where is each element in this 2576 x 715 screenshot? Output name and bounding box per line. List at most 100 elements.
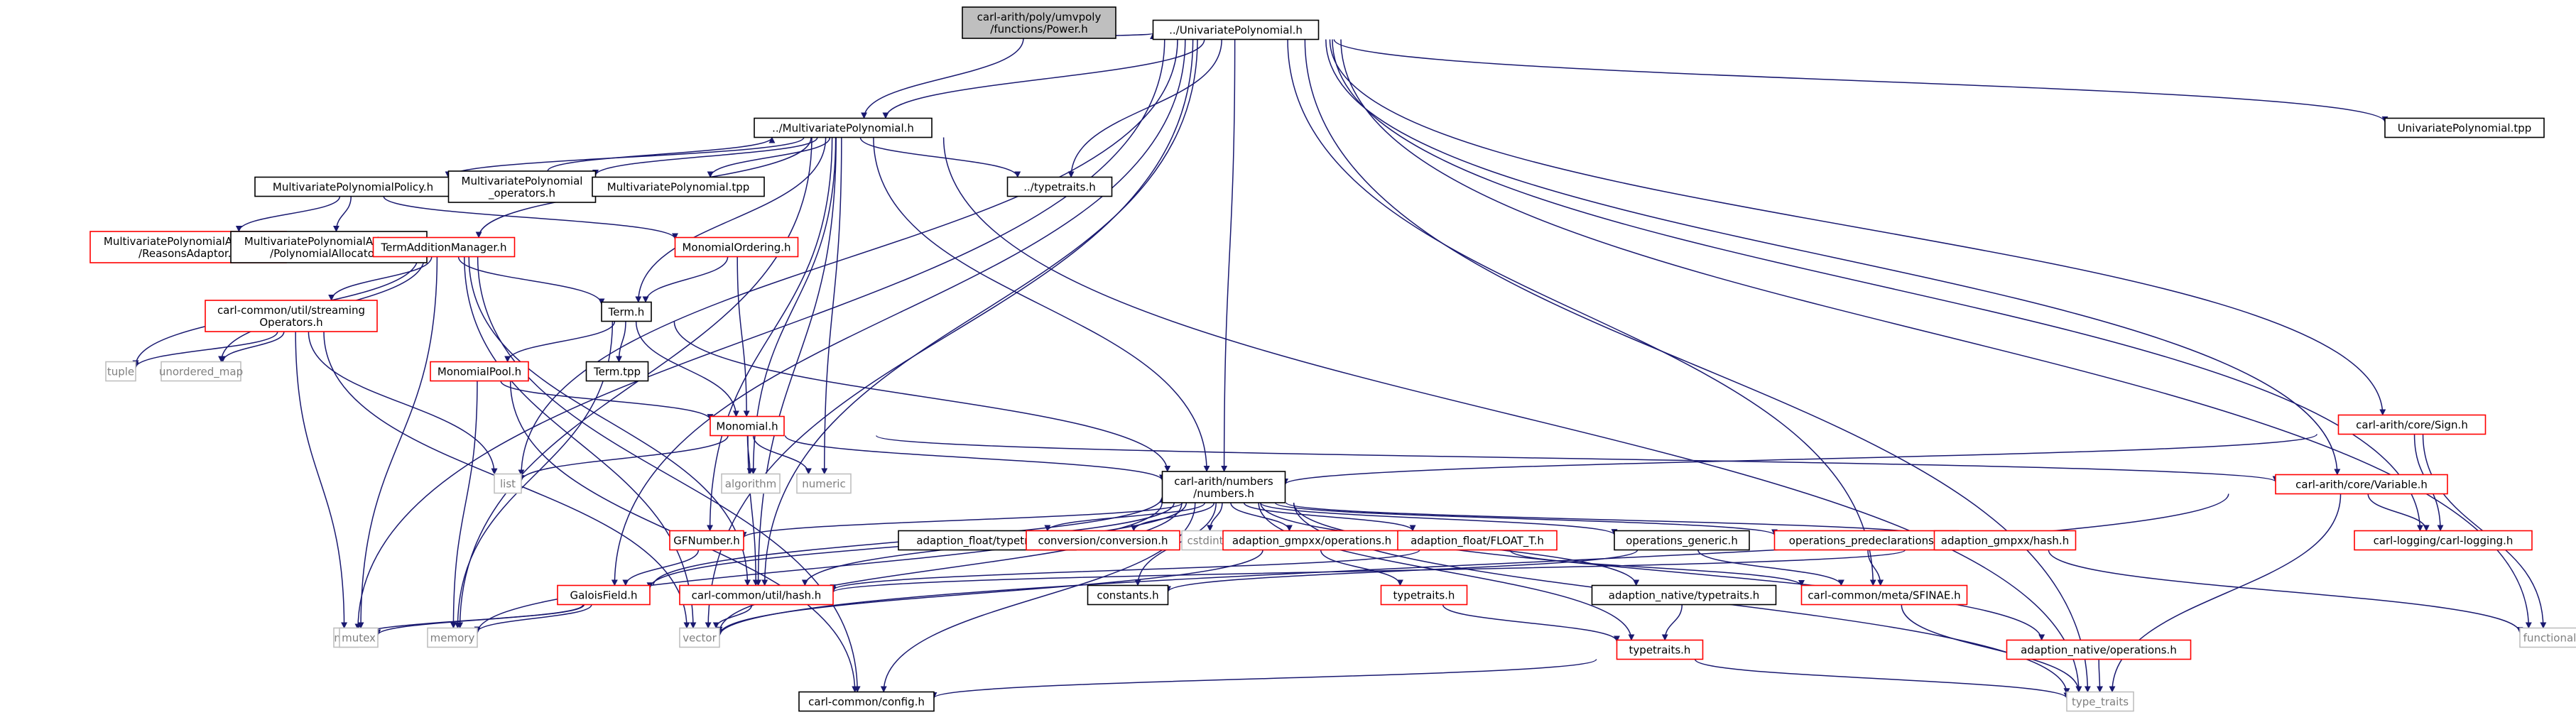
node-univ[interactable]: ../UnivariatePolynomial.h	[1152, 19, 1320, 40]
edge-term-to-numbers	[673, 321, 1171, 472]
node-umap[interactable]: unordered_map	[159, 361, 243, 382]
node-monomial[interactable]: Monomial.h	[710, 415, 785, 437]
node-box	[1222, 530, 1401, 551]
node-mvops[interactable]: MultivariatePolynomial_operators.h	[447, 170, 597, 203]
edge-multi-to-gfnumber	[707, 137, 833, 532]
node-variable[interactable]: carl-arith/core/Variable.h	[2275, 474, 2448, 495]
node-mvpolicy[interactable]: MultivariatePolynomialPolicy.h	[254, 176, 452, 197]
node-box	[1397, 530, 1558, 551]
edge-monomial-to-list	[518, 435, 729, 482]
edge-monomial-to-variable	[876, 435, 2279, 483]
node-box	[205, 300, 378, 332]
node-label: carl-common/meta/SFINAE.h	[1808, 589, 1960, 602]
node-native_tt[interactable]: adaption_native/typetraits.h	[1591, 584, 1777, 606]
node-constants[interactable]: constants.h	[1087, 584, 1169, 606]
edge-termadd-to-hash	[468, 256, 751, 586]
node-opgen[interactable]: operations_generic.h	[1614, 530, 1750, 551]
node-label: cstdint	[1187, 535, 1223, 547]
node-mutex[interactable]: mutex	[339, 627, 379, 648]
edge-term-to-monomial	[635, 321, 739, 417]
dependency-nodes: carl-arith/poly/umvpoly/functions/Power.…	[89, 6, 2576, 712]
edge-monomial-to-numbers	[784, 435, 1165, 481]
edge-termadd-to-streaming	[328, 256, 433, 301]
node-mvtpp[interactable]: MultivariatePolynomial.tpp	[592, 176, 765, 197]
node-label: /numbers.h	[1193, 487, 1254, 500]
node-label: unordered_map	[159, 366, 243, 379]
node-label: ../MultivariatePolynomial.h	[772, 122, 914, 135]
edge-univ-to-list	[518, 39, 1178, 476]
node-label: GaloisField.h	[570, 589, 637, 602]
node-tt_mid[interactable]: typetraits.h	[1380, 584, 1468, 606]
node-tt_low[interactable]: typetraits.h	[1616, 639, 1704, 660]
node-label: operations_generic.h	[1626, 535, 1738, 548]
node-label: adaption_gmpxx/operations.h	[1232, 535, 1391, 548]
node-monpool[interactable]: MonomialPool.h	[430, 361, 529, 382]
node-box	[1006, 176, 1113, 197]
edge-sfinae-to-type_traits	[1901, 604, 2082, 693]
node-type_traits[interactable]: type_traits	[2066, 691, 2134, 712]
node-monord[interactable]: MonomialOrdering.h	[674, 236, 799, 258]
node-box	[1152, 19, 1320, 40]
edge-univ-to-functional	[1340, 39, 2532, 629]
node-box	[585, 361, 649, 382]
node-algorithm[interactable]: algorithm	[721, 473, 781, 494]
node-sign[interactable]: carl-arith/core/Sign.h	[2337, 414, 2487, 435]
node-box	[372, 236, 516, 258]
node-label: typetraits.h	[1629, 644, 1691, 657]
node-termadd[interactable]: TermAdditionManager.h	[372, 236, 516, 258]
node-hash[interactable]: carl-common/util/hash.h	[679, 584, 834, 606]
node-box	[494, 473, 522, 494]
node-float_t[interactable]: adaption_float/FLOAT_T.h	[1397, 530, 1558, 551]
node-galois[interactable]: GaloisField.h	[557, 584, 651, 606]
node-typetraits_up[interactable]: ../typetraits.h	[1006, 176, 1113, 197]
node-functional[interactable]: functional	[2519, 627, 2576, 648]
node-gmpxx_ops[interactable]: adaption_gmpxx/operations.h	[1222, 530, 1401, 551]
node-box	[1933, 530, 2077, 551]
edge-termadd-to-mutex	[357, 256, 438, 629]
node-gmpxx_hash[interactable]: adaption_gmpxx/hash.h	[1933, 530, 2077, 551]
edge-numbers-to-tt_low	[1258, 502, 1635, 641]
node-label: _operators.h	[488, 187, 555, 200]
node-univtpp[interactable]: UnivariatePolynomial.tpp	[2384, 117, 2545, 138]
node-numbers[interactable]: carl-arith/numbers/numbers.h	[1161, 471, 1286, 503]
node-label: adaption_float/typetraits.h	[916, 535, 1058, 548]
node-config[interactable]: carl-common/config.h	[798, 691, 935, 712]
node-cstdint[interactable]: cstdint	[1181, 530, 1229, 551]
node-label: carl-common/util/hash.h	[692, 589, 822, 602]
node-label: /PolynomialAllocator.h	[270, 247, 388, 260]
node-sfinae[interactable]: carl-common/meta/SFINAE.h	[1800, 584, 1968, 606]
node-conversion[interactable]: conversion/conversion.h	[1026, 530, 1180, 551]
edge-multi-to-hash	[755, 137, 837, 586]
node-termtpp[interactable]: Term.tpp	[585, 361, 649, 382]
node-numeric[interactable]: numeric	[796, 473, 852, 494]
node-box	[679, 584, 834, 606]
node-logging[interactable]: carl-logging/carl-logging.h	[2354, 530, 2533, 551]
node-native_ops[interactable]: adaption_native/operations.h	[2006, 639, 2192, 660]
edge-univ-to-vector	[705, 39, 1194, 629]
edge-gmpxx_hash-to-functional	[2048, 550, 2523, 634]
node-vector[interactable]: vector	[679, 627, 720, 648]
edge-univ-to-map	[354, 39, 1165, 631]
node-gfnumber[interactable]: GFNumber.h	[669, 530, 744, 551]
node-tuple[interactable]: tuple	[105, 361, 136, 382]
node-label: MultivariatePolynomial.tpp	[607, 181, 750, 194]
node-label: Operators.h	[259, 316, 322, 329]
node-label: carl-logging/carl-logging.h	[2374, 535, 2513, 547]
edge-termadd-to-vector	[464, 256, 697, 629]
node-box	[1161, 471, 1286, 503]
node-list[interactable]: list	[494, 473, 522, 494]
node-label: numeric	[802, 478, 845, 491]
edge-multi-to-numbers	[873, 137, 1210, 472]
node-box	[2519, 627, 2576, 648]
node-multi[interactable]: ../MultivariatePolynomial.h	[754, 117, 933, 138]
node-oppre[interactable]: operations_predeclarations.h	[1773, 530, 1960, 551]
edge-streaming-to-map	[295, 331, 348, 629]
edge-monord-to-monomial	[737, 256, 750, 417]
node-polyalloc[interactable]: MultivariatePolynomialAdaptors/Polynomia…	[230, 231, 428, 263]
edge-mvops-to-multi	[547, 136, 776, 172]
node-memory[interactable]: memory	[427, 627, 478, 648]
node-box	[1773, 530, 1960, 551]
node-root[interactable]: carl-arith/poly/umvpoly/functions/Power.…	[962, 6, 1116, 39]
node-term[interactable]: Term.h	[601, 301, 652, 322]
